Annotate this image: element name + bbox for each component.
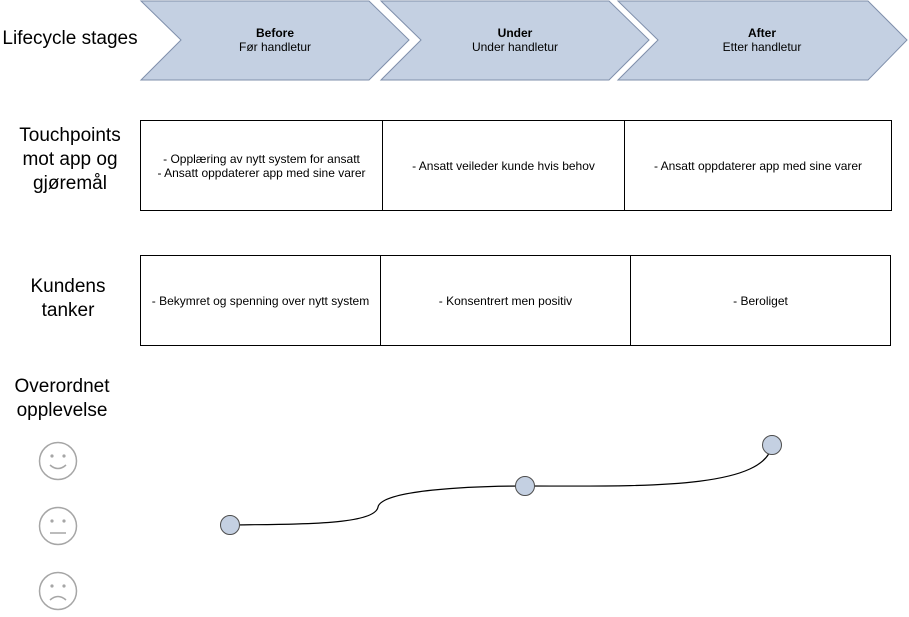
experience-line — [229, 444, 773, 526]
stage-under-subtitle: Under handletur — [471, 40, 559, 54]
thought-cell-under: - Konsentrert men positiv — [381, 256, 631, 345]
happy-face-icon — [38, 441, 78, 481]
experience-label-line-2: opplevelse — [16, 400, 108, 421]
stage-after-title: After — [747, 26, 776, 40]
neutral-face-icon — [38, 506, 78, 546]
thought-cell-after: - Beroliget — [631, 256, 890, 345]
thoughts-row: - Bekymret og spenning over nytt system … — [140, 255, 891, 346]
thought-cell-before: - Bekymret og spenning over nytt system — [141, 256, 381, 345]
thought-under-line-1: - Konsentrert men positiv — [438, 293, 573, 308]
stage-before: Before Før handletur — [185, 26, 365, 54]
sad-face-icon — [38, 571, 78, 611]
stage-after: After Etter handletur — [672, 26, 852, 54]
experience-point-after — [762, 435, 782, 455]
thought-before-line-1: - Bekymret og spenning over nytt system — [151, 293, 370, 308]
experience-point-before — [220, 515, 240, 535]
touchpoints-label-line-3: gjøremål — [33, 173, 107, 194]
thoughts-label-line-1: Kundens — [30, 276, 106, 297]
chevron-under — [379, 0, 650, 81]
touchpoints-row: - Opplæring av nytt system for ansatt - … — [140, 120, 892, 211]
stage-before-title: Before — [255, 26, 294, 40]
stage-after-subtitle: Etter handletur — [722, 40, 802, 54]
row-label-lifecycle: Lifecycle stages — [0, 27, 140, 51]
lifecycle-label: Lifecycle stages — [2, 28, 138, 49]
thoughts-label-line-2: tanker — [41, 300, 95, 321]
touchpoints-label-line-1: Touchpoints — [19, 125, 121, 146]
touchpoints-label-line-2: mot app og — [22, 149, 118, 170]
thought-after-line-1: - Beroliget — [733, 293, 788, 308]
touchpoint-under-line-1: - Ansatt veileder kunde hvis behov — [412, 158, 595, 173]
experience-label-line-1: Overordnet — [14, 376, 110, 397]
row-label-experience: Overordnet opplevelse — [0, 375, 132, 423]
stage-under-title: Under — [497, 26, 533, 40]
touchpoint-cell-after: - Ansatt oppdaterer app med sine varer — [625, 121, 891, 210]
chevron-after — [616, 0, 908, 81]
touchpoint-cell-under: - Ansatt veileder kunde hvis behov — [383, 121, 625, 210]
chevron-before — [139, 0, 410, 81]
touchpoint-cell-before: - Opplæring av nytt system for ansatt - … — [141, 121, 383, 210]
touchpoint-before-line-1: - Opplæring av nytt system for ansatt — [163, 151, 360, 166]
experience-point-under — [515, 476, 535, 496]
stage-before-subtitle: Før handletur — [238, 40, 312, 54]
row-label-touchpoints: Touchpoints mot app og gjøremål — [0, 124, 140, 196]
row-label-thoughts: Kundens tanker — [0, 275, 138, 323]
stage-under: Under Under handletur — [425, 26, 605, 54]
touchpoint-before-line-2: - Ansatt oppdaterer app med sine varer — [157, 165, 366, 180]
touchpoint-after-line-1: - Ansatt oppdaterer app med sine varer — [653, 158, 863, 173]
lifecycle-chevrons — [139, 0, 908, 81]
